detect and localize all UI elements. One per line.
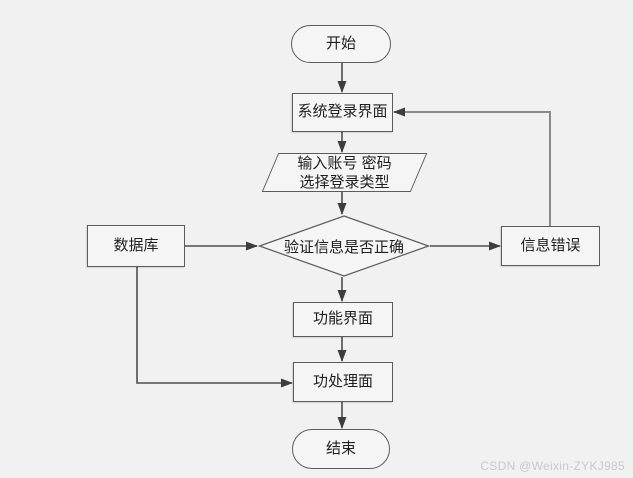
node-input-line2: 选择登录类型	[299, 173, 390, 191]
csdn-watermark: CSDN @Weixin-ZYKJ985	[480, 459, 625, 473]
node-end-label: 结束	[325, 439, 356, 457]
diamond-shape	[258, 215, 430, 277]
node-login: 系统登录界面	[292, 93, 393, 132]
node-process-label: 功处理面	[312, 372, 373, 390]
node-error-label: 信息错误	[520, 236, 581, 254]
node-verify: 验证信息是否正确	[258, 215, 430, 277]
node-database: 数据库	[87, 225, 185, 267]
node-input-line1: 输入账号 密码	[297, 154, 392, 172]
node-input: 输入账号 密码 选择登录类型	[261, 153, 428, 192]
node-input-label: 输入账号 密码 选择登录类型	[262, 153, 427, 192]
node-error: 信息错误	[501, 226, 600, 266]
node-start-label: 开始	[325, 34, 356, 52]
node-process: 功处理面	[293, 362, 393, 402]
node-function: 功能界面	[293, 302, 393, 337]
node-end: 结束	[292, 429, 390, 469]
edge-database-process	[136, 267, 293, 388]
node-login-label: 系统登录界面	[297, 103, 388, 121]
node-start: 开始	[291, 25, 391, 63]
node-verify-label: 验证信息是否正确	[283, 238, 404, 256]
node-function-label: 功能界面	[312, 310, 373, 328]
node-database-label: 数据库	[113, 236, 159, 254]
